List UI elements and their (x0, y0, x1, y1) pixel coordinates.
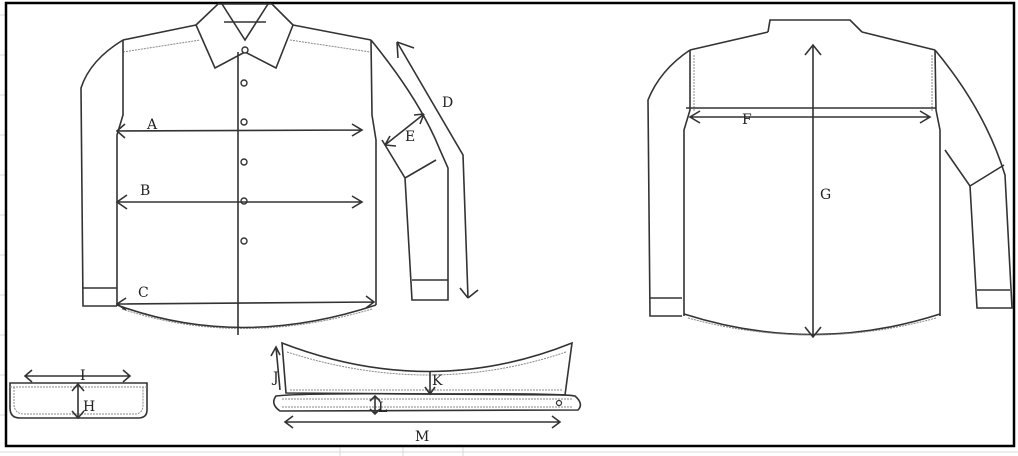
label-i: I (80, 368, 86, 384)
label-b: B (140, 183, 150, 199)
button-icons (240, 46, 249, 245)
label-c: C (138, 285, 149, 301)
label-d: D (442, 95, 453, 111)
front-arrows (115, 41, 479, 311)
label-j: J (271, 370, 279, 386)
shirt-back (647, 19, 1013, 336)
cuff-piece (9, 369, 148, 420)
label-a: A (146, 117, 158, 133)
shirt-front (80, 3, 449, 335)
collar-piece (270, 341, 582, 429)
back-arrows (688, 43, 932, 339)
label-h: H (83, 399, 95, 415)
label-l: L (378, 400, 387, 416)
label-f: F (742, 112, 752, 128)
label-e: E (405, 129, 415, 145)
diagram-border (4, 1, 1016, 448)
label-m: M (415, 429, 429, 445)
label-g: G (820, 187, 831, 203)
label-k: K (432, 373, 443, 389)
